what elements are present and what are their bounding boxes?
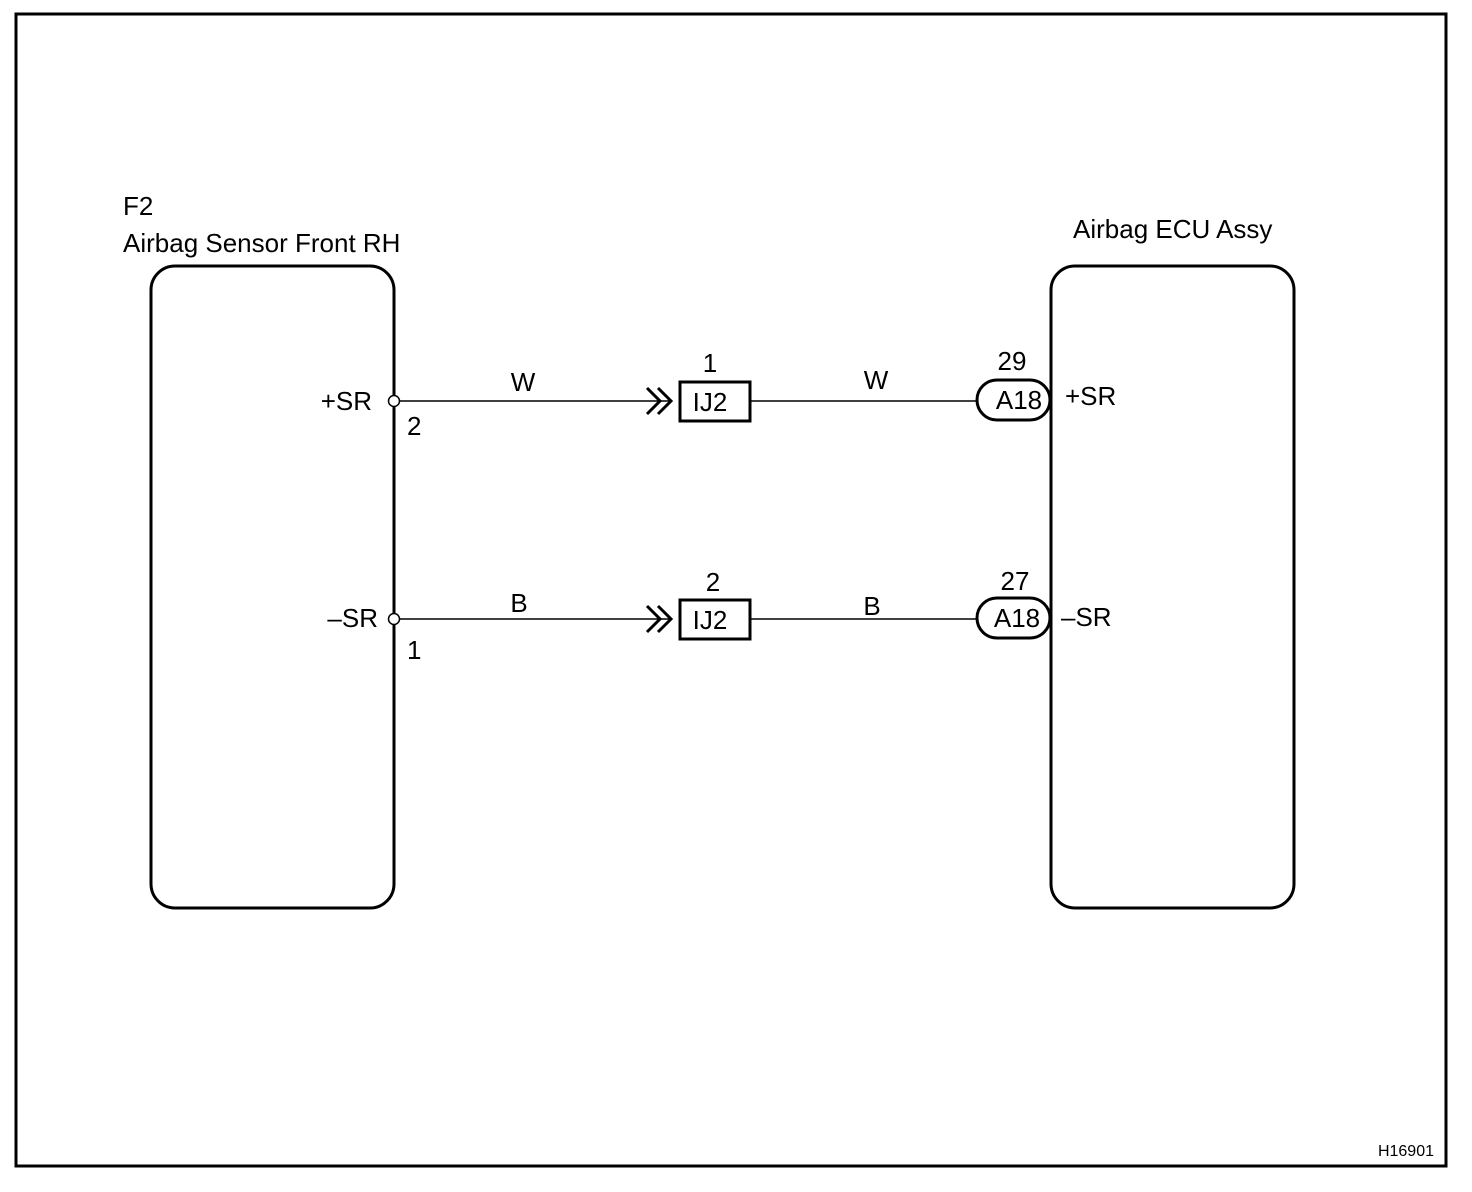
circuit-plus-sr: +SR 2 W IJ2 1 W A18 29 +SR <box>321 346 1117 441</box>
junction-connector-label: IJ2 <box>693 605 728 635</box>
ecu-connector-label: A18 <box>994 603 1040 633</box>
right-component: Airbag ECU Assy <box>1049 214 1296 910</box>
connector-chevron-icon <box>645 604 674 634</box>
ecu-connector-pill <box>975 596 1052 640</box>
wire-color-right: B <box>863 591 880 621</box>
left-component: F2 Airbag Sensor Front RH <box>123 191 400 910</box>
junction-connector-box <box>678 598 752 641</box>
right-component-name: Airbag ECU Assy <box>1073 214 1272 244</box>
circuit-minus-sr: –SR 1 B IJ2 2 B A18 27 –SR <box>327 566 1111 665</box>
terminal-pin <box>387 394 401 408</box>
left-terminal-name: –SR <box>327 603 378 633</box>
wire-color-left: W <box>511 367 536 397</box>
ecu-connector-pill <box>975 378 1052 422</box>
left-pin-number: 2 <box>407 411 421 441</box>
connector-chevron-icon <box>645 386 674 416</box>
ecu-connector-label: A18 <box>996 385 1042 415</box>
wire-color-left: B <box>510 588 527 618</box>
junction-connector-box <box>678 380 752 423</box>
left-terminal-name: +SR <box>321 386 372 416</box>
junction-pin-number: 1 <box>703 348 717 378</box>
left-component-body <box>149 264 396 910</box>
junction-pin-number: 2 <box>706 567 720 597</box>
ecu-terminal-name: –SR <box>1061 602 1112 632</box>
left-pin-number: 1 <box>407 635 421 665</box>
wire-color-right: W <box>864 365 889 395</box>
left-component-name: Airbag Sensor Front RH <box>123 228 400 258</box>
ecu-pin-number: 27 <box>1001 566 1030 596</box>
diagram-frame <box>14 12 1448 1168</box>
left-component-code: F2 <box>123 191 153 221</box>
drawing-id: H16901 <box>1378 1143 1434 1160</box>
junction-connector-label: IJ2 <box>693 387 728 417</box>
ecu-terminal-name: +SR <box>1065 381 1116 411</box>
right-component-body <box>1049 264 1296 910</box>
ecu-pin-number: 29 <box>998 346 1027 376</box>
terminal-pin <box>387 612 401 626</box>
